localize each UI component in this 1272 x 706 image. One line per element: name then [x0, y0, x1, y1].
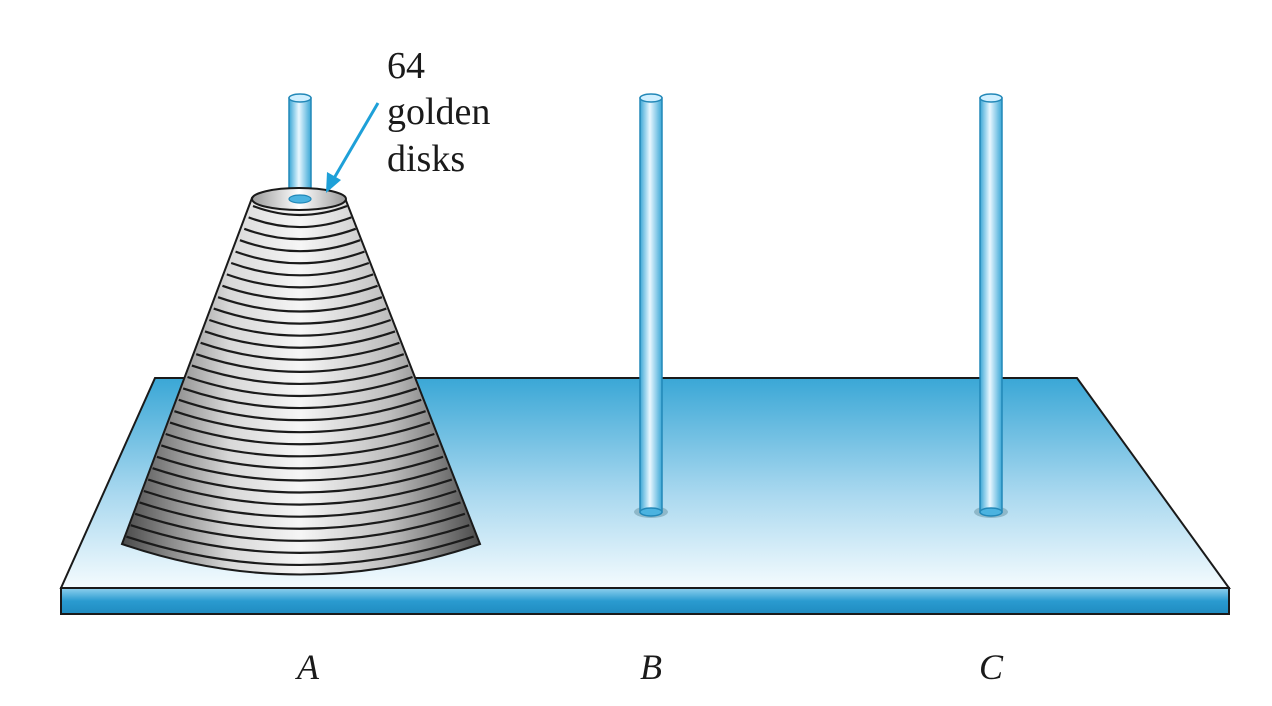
disk-stack-body: [120, 197, 482, 576]
disk-ring: [147, 478, 453, 506]
disk-ring: [235, 250, 365, 265]
disk-ring: [226, 273, 374, 289]
disk-ring: [178, 398, 422, 422]
callout-line-2: golden: [387, 91, 490, 133]
disk-ring: [230, 261, 370, 277]
disk-stack: [120, 187, 482, 576]
disk-ring: [252, 204, 348, 217]
callout-line-3: disks: [387, 138, 465, 180]
peg-label-c: C: [979, 647, 1004, 687]
peg-label-b: B: [640, 647, 662, 687]
disk-ring: [217, 296, 383, 313]
disk-ring: [222, 284, 378, 301]
disk-ring: [243, 227, 357, 241]
disk-ring: [187, 375, 413, 398]
disk-ring: [204, 330, 396, 349]
disk-ring: [156, 455, 444, 482]
callout-line-1: 64: [387, 45, 425, 87]
peg-label-a: A: [295, 647, 320, 687]
disk-ring: [200, 341, 400, 361]
callout-label: 64 golden disks: [387, 45, 490, 180]
disk-ring: [182, 387, 418, 410]
disk-ring: [152, 467, 448, 494]
disk-ring: [160, 444, 440, 470]
disk-ring: [169, 421, 431, 446]
disk-ring: [134, 512, 466, 542]
disk-ring: [195, 353, 405, 373]
disk-ring: [213, 307, 387, 325]
disk-ring: [139, 501, 461, 530]
peg-c: [974, 93, 1008, 518]
callout-arrow: [326, 102, 380, 193]
disk-ring: [239, 239, 361, 253]
disk-ring: [191, 364, 409, 385]
disk-ring: [130, 524, 470, 554]
disk-ring: [174, 410, 426, 434]
disk-ring: [208, 318, 392, 337]
disk-ring: [143, 489, 457, 518]
disk-ring: [248, 216, 352, 229]
board-front-edge: [60, 587, 1230, 615]
disk-ring: [126, 535, 474, 566]
peg-a: [288, 93, 312, 203]
peg-b: [634, 93, 668, 518]
disk-ring: [165, 432, 435, 458]
